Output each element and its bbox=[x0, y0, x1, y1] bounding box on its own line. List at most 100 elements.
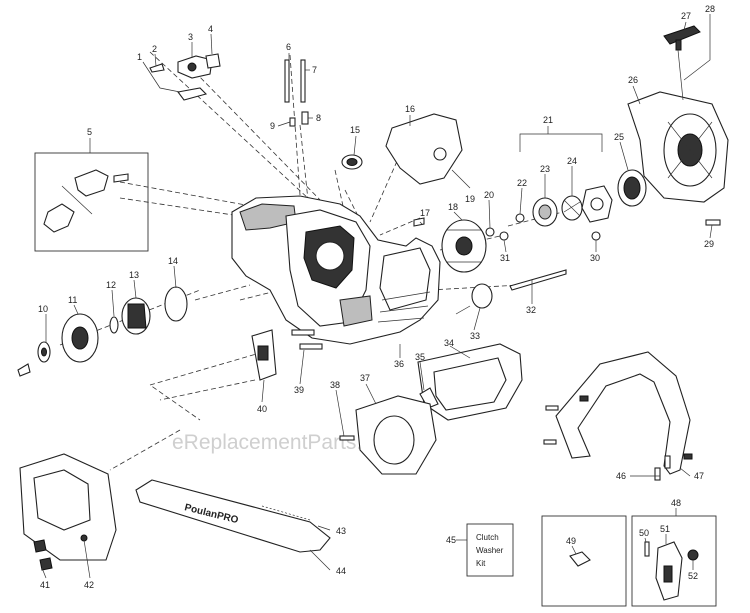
callout-18: 18 bbox=[448, 202, 458, 212]
callout-2: 2 bbox=[152, 44, 157, 54]
part-32-bar-stud bbox=[509, 269, 567, 291]
callout-1: 1 bbox=[137, 52, 142, 62]
callout-10: 10 bbox=[38, 304, 48, 314]
callout-51: 51 bbox=[660, 524, 670, 534]
callout-25: 25 bbox=[614, 132, 624, 142]
detail-box-48 bbox=[631, 515, 717, 607]
callout-49: 49 bbox=[566, 536, 576, 546]
part-14-plate bbox=[164, 286, 188, 322]
callout-42: 42 bbox=[84, 580, 94, 590]
callout-13: 13 bbox=[129, 270, 139, 280]
part-18-flywheel bbox=[441, 219, 487, 273]
part-23-clutch-drum bbox=[532, 197, 558, 227]
part-34-chain-brake-handle bbox=[417, 343, 523, 421]
part-3-switch bbox=[177, 55, 213, 79]
callout-16: 16 bbox=[405, 104, 415, 114]
callout-34: 34 bbox=[444, 338, 454, 348]
part-40-chain-catcher bbox=[251, 329, 277, 381]
part-33-oil-pump bbox=[455, 283, 493, 315]
callout-8: 8 bbox=[316, 113, 321, 123]
callout-27: 27 bbox=[681, 11, 691, 21]
part-13-clutch bbox=[121, 297, 151, 335]
callout-20: 20 bbox=[484, 190, 494, 200]
part-7-rod bbox=[300, 59, 306, 103]
callout-7: 7 bbox=[312, 65, 317, 75]
callout-21: 21 bbox=[543, 115, 553, 125]
detail-box-49 bbox=[541, 515, 627, 607]
part-41-bar-nuts bbox=[33, 539, 53, 571]
callout-30: 30 bbox=[590, 253, 600, 263]
kit-box-45 bbox=[466, 523, 514, 577]
callout-52: 52 bbox=[688, 571, 698, 581]
callout-24: 24 bbox=[567, 156, 577, 166]
part-44-guide-bar: PoulanPRO bbox=[135, 479, 331, 553]
part-42-side-cover bbox=[19, 453, 117, 561]
callout-50: 50 bbox=[639, 528, 649, 538]
callout-14: 14 bbox=[168, 256, 178, 266]
part-10-washer bbox=[37, 341, 51, 363]
part-47-front-handle bbox=[555, 351, 693, 475]
part-4-screw bbox=[205, 53, 221, 69]
detail-box-5 bbox=[34, 152, 149, 252]
part-38-screw bbox=[339, 435, 355, 441]
callout-44: 44 bbox=[336, 566, 346, 576]
callout-15: 15 bbox=[350, 125, 360, 135]
callout-47: 47 bbox=[694, 471, 704, 481]
part-49-clip bbox=[569, 551, 591, 567]
part-43-saw-chain bbox=[261, 505, 311, 521]
kit-label-line3: Kit bbox=[476, 559, 486, 568]
part-8-spring bbox=[301, 111, 309, 125]
callout-36: 36 bbox=[394, 359, 404, 369]
callout-5: 5 bbox=[87, 127, 92, 137]
callout-37: 37 bbox=[360, 373, 370, 383]
part-6-rod bbox=[284, 59, 290, 103]
part-46-screws bbox=[543, 405, 671, 481]
callout-43: 43 bbox=[336, 526, 346, 536]
callout-48: 48 bbox=[671, 498, 681, 508]
part-31-washer bbox=[499, 231, 509, 241]
callout-33: 33 bbox=[470, 331, 480, 341]
part-25-rewind-spring bbox=[617, 169, 647, 207]
callout-40: 40 bbox=[257, 404, 267, 414]
callout-4: 4 bbox=[208, 24, 213, 34]
part-12-washer bbox=[109, 316, 119, 334]
part-9-pin bbox=[289, 117, 296, 127]
part-17-clip bbox=[413, 217, 425, 227]
callout-6: 6 bbox=[286, 42, 291, 52]
part-11-sprocket-drum bbox=[61, 313, 99, 363]
part-26-starter-housing bbox=[627, 91, 729, 203]
callout-29: 29 bbox=[704, 239, 714, 249]
part-5-trigger-parts bbox=[43, 169, 129, 233]
callout-46: 46 bbox=[616, 471, 626, 481]
part-30-nut bbox=[591, 231, 601, 241]
part-51-oil-cap-assembly bbox=[655, 541, 683, 601]
callout-35: 35 bbox=[415, 352, 425, 362]
part-39-bolt-a bbox=[291, 329, 315, 336]
part-22-nut bbox=[515, 213, 525, 223]
part-29-screw bbox=[705, 219, 721, 226]
part-21-pulley bbox=[581, 185, 613, 223]
part-1-lever bbox=[177, 87, 208, 101]
part-28-rope bbox=[677, 49, 684, 101]
part-50-pin bbox=[644, 541, 650, 557]
part-20-washer bbox=[485, 227, 495, 237]
callout-9: 9 bbox=[270, 121, 275, 131]
callout-31: 31 bbox=[500, 253, 510, 263]
callout-39: 39 bbox=[294, 385, 304, 395]
part-27-starter-grip bbox=[663, 25, 701, 51]
callout-41: 41 bbox=[40, 580, 50, 590]
part-2-pin bbox=[149, 63, 165, 73]
callout-numbers: 1 2 3 4 5 6 7 8 9 10 11 12 13 14 15 16 1… bbox=[38, 4, 715, 590]
callout-12: 12 bbox=[106, 280, 116, 290]
callout-11: 11 bbox=[68, 295, 77, 305]
leader-lines bbox=[41, 14, 713, 579]
callout-45: 45 bbox=[446, 535, 456, 545]
engine-housing bbox=[231, 195, 441, 345]
part-19-shield bbox=[385, 113, 463, 185]
callout-22: 22 bbox=[517, 178, 527, 188]
kit-label-line2: Washer bbox=[476, 546, 504, 555]
part-37-brake-assembly bbox=[355, 395, 437, 475]
callout-19: 19 bbox=[465, 194, 475, 204]
callout-26: 26 bbox=[628, 75, 638, 85]
